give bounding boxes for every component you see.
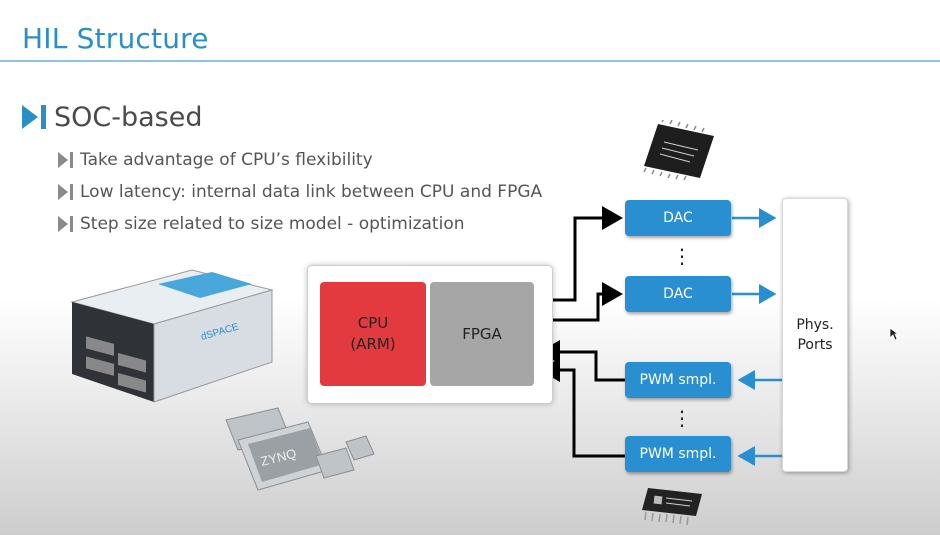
heading-text: SOC-based xyxy=(54,101,203,133)
fpga-to-dac2-arrow xyxy=(537,282,623,322)
ports-label: Phys. xyxy=(796,317,834,333)
grey-play-bar-icon xyxy=(58,216,73,232)
cpu-block: CPU (ARM) xyxy=(320,282,426,386)
ports-sublabel: Ports xyxy=(797,337,833,353)
dac-block: DAC xyxy=(625,276,731,312)
dac-label: DAC xyxy=(663,286,693,302)
mouse-cursor-icon xyxy=(889,327,899,341)
pwm-label: PWM smpl. xyxy=(639,446,717,462)
section-heading: SOC-based xyxy=(22,100,203,134)
pwm-label: PWM smpl. xyxy=(639,372,717,388)
bullet-text: Step size related to size model - optimi… xyxy=(80,214,465,234)
cpu-label: CPU xyxy=(357,314,389,332)
dac-chip-image xyxy=(643,120,714,181)
hil-hardware-box-image: dSPACE xyxy=(70,269,274,403)
pwm-chip-image xyxy=(642,488,702,526)
grey-play-bar-icon xyxy=(58,184,73,200)
dac-label: DAC xyxy=(663,210,693,226)
slide-title: HIL Structure xyxy=(22,22,209,55)
bullet-item: Take advantage of CPU’s flexibility xyxy=(58,144,542,176)
bullet-text: Low latency: internal data link between … xyxy=(80,182,543,202)
dac-ellipsis: ⋮ xyxy=(672,244,692,268)
dac-block: DAC xyxy=(625,200,731,236)
pwm-ellipsis: ⋮ xyxy=(672,406,692,430)
fpga-to-dac1-arrow xyxy=(537,206,623,302)
zynq-chips-image: ZYNQ xyxy=(225,407,375,491)
blue-play-bar-icon xyxy=(22,105,46,129)
pwm1-to-fpga-arrow xyxy=(539,340,625,382)
title-divider xyxy=(0,60,940,62)
bullet-item: Step size related to size model - optimi… xyxy=(58,208,542,240)
cpu-sublabel: (ARM) xyxy=(350,335,396,353)
fpga-block: FPGA xyxy=(430,282,534,386)
grey-play-bar-icon xyxy=(58,152,73,168)
bullet-text: Take advantage of CPU’s flexibility xyxy=(80,150,373,170)
pwm2-to-fpga-arrow xyxy=(539,358,625,458)
physical-ports-block: Phys. Ports xyxy=(782,198,848,472)
bullet-item: Low latency: internal data link between … xyxy=(58,176,542,208)
pwm-sampler-block: PWM smpl. xyxy=(625,436,731,472)
bullet-list: Take advantage of CPU’s flexibility Low … xyxy=(58,144,542,240)
pwm-sampler-block: PWM smpl. xyxy=(625,362,731,398)
fpga-label: FPGA xyxy=(462,325,502,343)
